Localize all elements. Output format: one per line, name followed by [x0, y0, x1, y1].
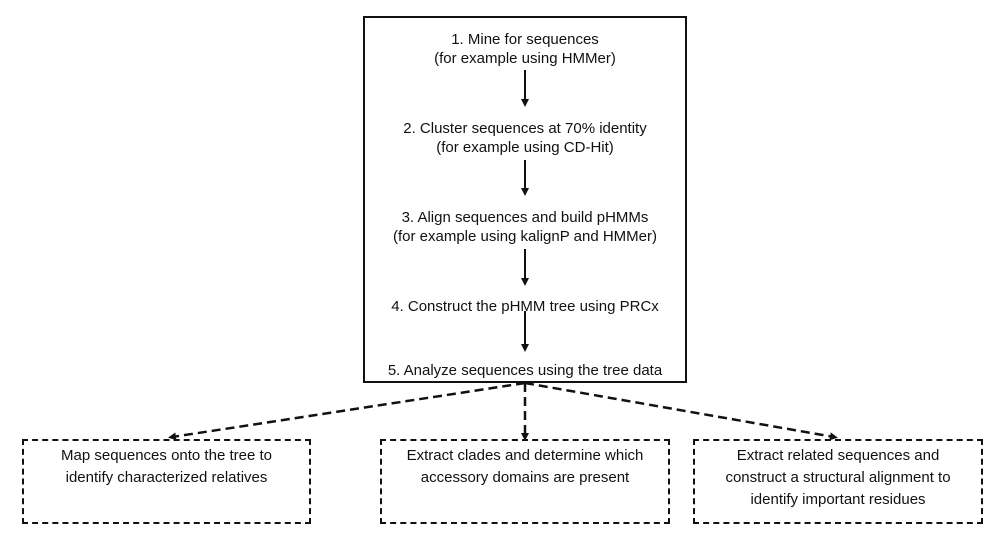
step-2: 2. Cluster sequences at 70% identity (fo… [365, 119, 685, 157]
step-5-title: 5. Analyze sequences using the tree data [387, 362, 663, 379]
step-3-detail: (for example using kalignP and HMMer) [392, 228, 657, 245]
output-3-line-1: Extract related sequences and [736, 447, 940, 464]
arrow-to-output-3 [524, 381, 838, 441]
step-3: 3. Align sequences and build pHMMs (for … [365, 208, 685, 246]
output-box-structural-alignment: Extract related sequences and construct … [693, 439, 983, 524]
step-4-title: 4. Construct the pHMM tree using PRCx [391, 298, 659, 315]
arrow-to-output-1 [168, 381, 526, 441]
output-box-extract-clades: Extract clades and determine which acces… [380, 439, 670, 524]
step-3-title: 3. Align sequences and build pHMMs [401, 209, 649, 226]
workflow-box: 1. Mine for sequences (for example using… [363, 16, 687, 383]
step-1-title: 1. Mine for sequences [451, 31, 599, 48]
step-4: 4. Construct the pHMM tree using PRCx [365, 297, 685, 316]
output-2-line-1: Extract clades and determine which [406, 447, 644, 464]
step-5: 5. Analyze sequences using the tree data [365, 361, 685, 380]
output-1-line-2: identify characterized relatives [65, 469, 268, 486]
dashed-arrows [168, 381, 838, 441]
step-1: 1. Mine for sequences (for example using… [365, 30, 685, 68]
output-box-map-sequences: Map sequences onto the tree to identify … [22, 439, 311, 524]
output-2-line-2: accessory domains are present [420, 469, 630, 486]
step-2-title: 2. Cluster sequences at 70% identity [403, 120, 647, 137]
step-1-detail: (for example using HMMer) [434, 50, 616, 67]
output-3-line-2: construct a structural alignment to [725, 469, 951, 486]
output-1-line-1: Map sequences onto the tree to [61, 447, 272, 464]
step-2-detail: (for example using CD-Hit) [436, 139, 614, 156]
output-3-line-3: identify important residues [750, 491, 926, 508]
